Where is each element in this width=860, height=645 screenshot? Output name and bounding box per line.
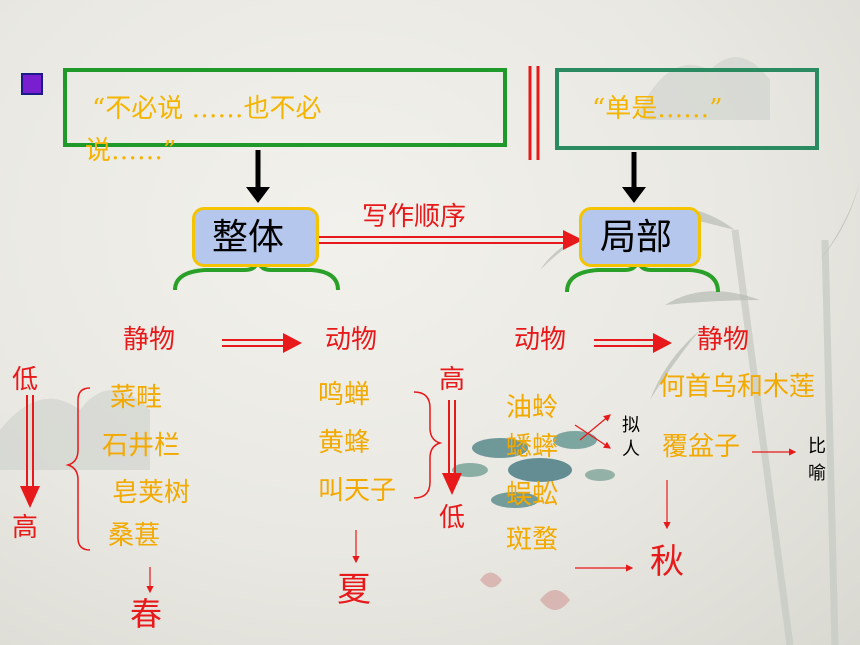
left-high-label: 高	[12, 513, 39, 543]
col2-item: 叫天子	[318, 476, 397, 506]
header-animal-2: 动物	[514, 325, 567, 355]
col1-item: 桑葚	[108, 521, 161, 551]
whole-box: 整体	[192, 207, 319, 267]
header-static-2: 静物	[697, 325, 750, 355]
season-spring: 春	[130, 595, 163, 633]
left-quote-frame	[63, 68, 507, 147]
col4-item: 覆盆子	[662, 432, 741, 462]
slide-bullet-marker	[21, 73, 43, 95]
metaphor-note-2: 喻	[808, 463, 826, 484]
col1-item: 皂荚树	[112, 478, 191, 508]
mid-high-label: 高	[439, 365, 466, 395]
col2-item: 鸣蝉	[318, 380, 371, 410]
header-static-1: 静物	[123, 325, 176, 355]
header-animal-1: 动物	[325, 325, 378, 355]
personify-note-1: 拟	[622, 415, 640, 436]
writing-order-label: 写作顺序	[362, 202, 467, 232]
part-box: 局部	[579, 207, 701, 267]
col3-item: 蜈蚣	[506, 480, 559, 510]
part-label: 局部	[600, 217, 673, 258]
col1-item: 菜畦	[110, 383, 163, 413]
left-quote-line1: “不必说 ……也不必	[92, 94, 322, 124]
col3-item: 蟋蟀	[506, 432, 559, 462]
season-summer: 夏	[337, 570, 371, 610]
season-autumn: 秋	[650, 542, 684, 582]
col2-item: 黄蜂	[318, 428, 371, 458]
col3-item: 斑蝥	[506, 525, 559, 555]
metaphor-note-1: 比	[808, 436, 826, 457]
mid-low-label: 低	[439, 503, 466, 533]
personify-note-2: 人	[622, 439, 640, 460]
whole-label: 整体	[212, 217, 285, 258]
left-low-label: 低	[12, 365, 39, 395]
right-quote: “单是……”	[592, 94, 723, 124]
right-quote-frame	[555, 68, 819, 150]
left-quote-line2: 说……”	[85, 136, 177, 166]
col3-item: 油蛉	[506, 393, 559, 423]
col1-item: 石井栏	[102, 431, 181, 461]
col4-item: 何首乌和木莲	[659, 372, 816, 402]
